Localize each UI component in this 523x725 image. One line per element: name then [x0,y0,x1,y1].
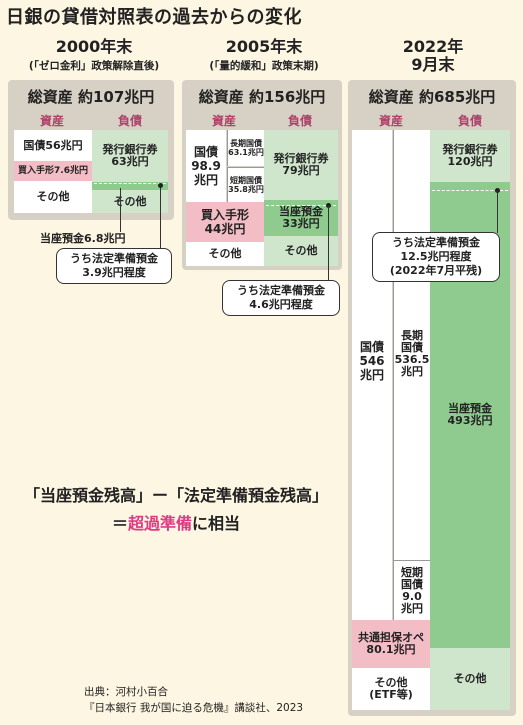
asset-bills-2000: 買入手形7.6兆円 [14,161,92,181]
assets-header-2022: 資産 [378,114,403,128]
formula-line1: 「当座預金残高」ー「法定準備預金残高」 [23,486,328,505]
callout-dot-2005 [326,203,331,208]
reserve-divider-2000 [94,183,166,184]
liability-deposit-2005: 当座預金 33兆円 [264,200,338,236]
page-title: 日銀の貸借対照表の過去からの変化 [6,7,302,28]
asset-short-jgb-2005: 短期国債 35.8兆円 [227,167,264,202]
callout-line-2000 [160,186,162,250]
year-2022: 2022年 9月末 [402,37,464,74]
asset-operations-2022: 共通担保オペ 80.1兆円 [352,620,430,668]
liabilities-header-2000: 負債 [117,114,142,128]
year-2005: 2005年末 [225,37,303,56]
asset-jgb-2022: 国債 546 兆円 [352,130,392,620]
liability-notes-2000: 発行銀行券 63兆円 [92,130,168,182]
assets-header-2005: 資産 [211,114,236,128]
callout-2005: うち法定準備預金 4.6兆円程度 [222,280,340,316]
total-2005: 総資産 約156兆円 [198,88,326,106]
liability-other-2005: その他 [264,236,338,266]
liability-other-2022: その他 [430,648,510,710]
formula-suffix: に相当 [192,514,241,533]
liability-other-2000: その他 [92,190,168,213]
formula-line2: ＝超過準備に相当 [8,510,344,534]
asset-jgb-2000: 国債56兆円 [14,130,92,161]
note-2000: (「ゼロ金利」政策解除直後) [28,60,160,72]
note-2005: (「量的緩和」政策末期) [209,60,319,72]
year-2000: 2000年末 [55,37,133,56]
asset-other-2000: その他 [14,181,92,213]
callout-2000: うち法定準備預金 3.9兆円程度 [56,248,172,284]
assets-header-2000: 資産 [39,114,64,128]
asset-bills-2005: 買入手形 44兆円 [186,202,264,242]
formula-prefix: ＝ [111,514,128,533]
reserve-divider-2022 [432,190,508,191]
asset-other-2005: その他 [186,242,264,266]
callout-dot-2000 [158,183,163,188]
leader-line-2000 [120,188,122,232]
liability-notes-2022: 発行銀行券 120兆円 [430,130,510,182]
asset-other-2022: その他 (ETF等) [352,668,430,710]
liabilities-header-2005: 負債 [287,114,312,128]
callout-dot-2022 [495,188,500,193]
deposit-label-2000: 当座預金6.8兆円 [40,232,126,245]
liability-deposit-bar-2000 [92,182,168,190]
callout-line-2005 [328,206,330,282]
reserve-divider-2005 [266,205,336,206]
liability-notes-2005: 発行銀行券 79兆円 [264,130,338,200]
callout-2022: うち法定準備預金 12.5兆円程度 (2022年7月平残) [372,232,500,282]
asset-jgb-2005: 国債 98.9 兆円 [186,130,226,202]
callout-line-2022 [497,191,499,233]
liabilities-header-2022: 負債 [457,114,482,128]
source-line2: 『日本銀行 我が国に迫る危機』講談社、2023 [84,702,304,714]
source-line1: 出典：河村小百合 [84,686,168,698]
formula-highlight: 超過準備 [127,514,192,533]
total-2022: 総資産 約685兆円 [368,88,496,106]
asset-long-jgb-2022: 長期 国債 536.5 兆円 [393,130,430,560]
asset-short-jgb-2022: 短期 国債 9.0 兆円 [393,560,430,620]
asset-long-jgb-2005: 長期国債 63.1兆円 [227,130,264,166]
total-2000: 総資産 約107兆円 [27,88,155,106]
